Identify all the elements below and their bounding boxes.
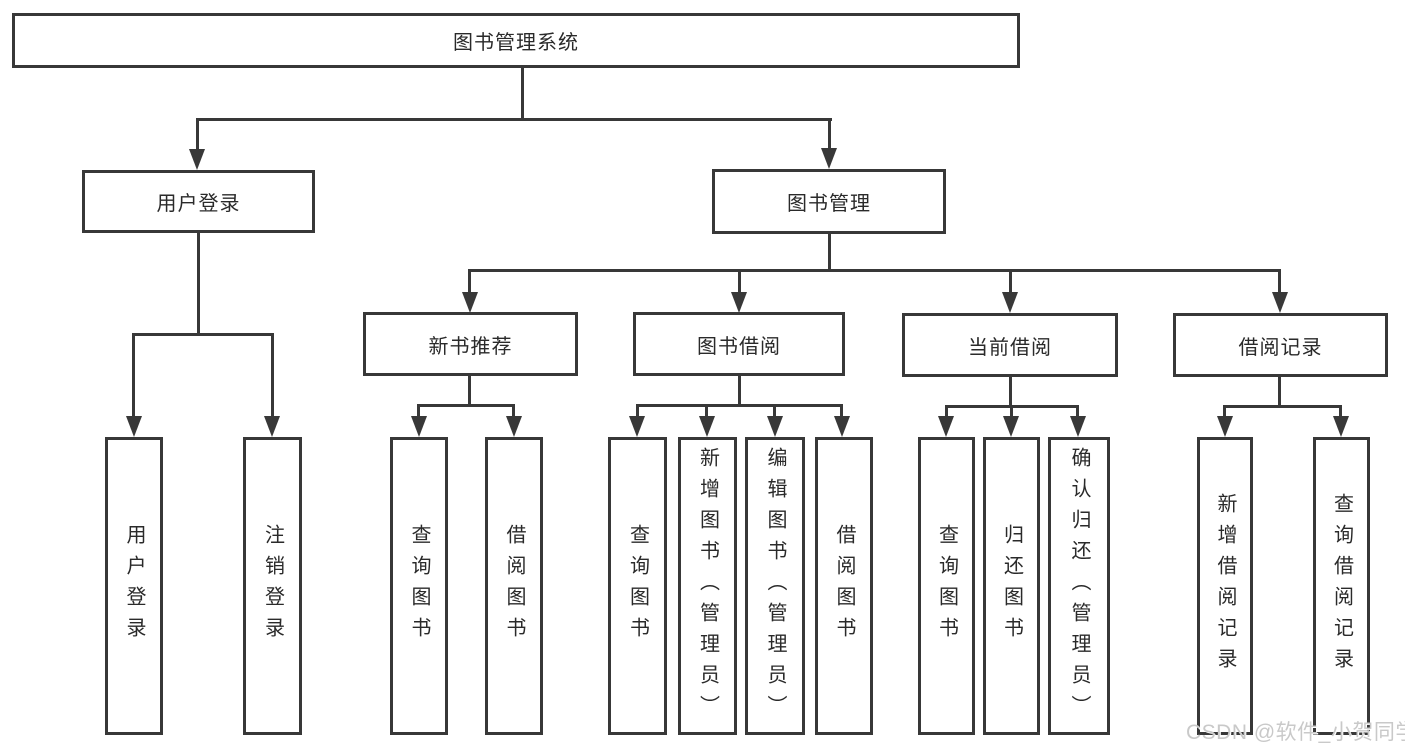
leaf-confirm-return-admin: 确认归还（管理员） (1048, 437, 1110, 735)
arrowhead (264, 416, 280, 437)
connector-leaf (1076, 405, 1079, 422)
arrowhead (506, 416, 522, 437)
leaf-add-books-admin: 新增图书（管理员） (678, 437, 737, 735)
connector-leaf (1278, 269, 1281, 297)
connector-root-drop (521, 68, 524, 120)
arrowhead (821, 148, 837, 169)
leaf-add-borrow-record: 新增借阅记录 (1197, 437, 1253, 735)
connector-leaf (271, 333, 274, 421)
node-borrowing-records: 借阅记录 (1173, 313, 1388, 377)
connector-drop (1278, 377, 1281, 408)
arrowhead (1333, 416, 1349, 437)
arrowhead (1002, 292, 1018, 313)
connector-leaf (1010, 405, 1013, 422)
leaf-return-books: 归还图书 (983, 437, 1040, 735)
arrowhead (189, 149, 205, 170)
node-book-management: 图书管理 (712, 169, 946, 234)
arrowhead (938, 416, 954, 437)
arrowhead (411, 416, 427, 437)
arrowhead (462, 292, 478, 313)
connector-bus (1223, 405, 1342, 408)
connector-user-login-bus (133, 333, 274, 336)
connector-book-management-drop (828, 233, 831, 272)
leaf-edit-books-admin: 编辑图书（管理员） (745, 437, 805, 735)
connector-leaf (417, 404, 420, 422)
leaf-user-login: 用户登录 (105, 437, 163, 735)
watermark: CSDN @软件_小贺同学 (1186, 721, 1405, 744)
leaf-borrow-books-borrowing: 借阅图书 (815, 437, 873, 735)
leaf-logout: 注销登录 (243, 437, 302, 735)
leaf-query-books-recommend: 查询图书 (390, 437, 448, 735)
connector-leaf (1339, 405, 1342, 422)
node-current-borrowing: 当前借阅 (902, 313, 1118, 377)
connector-leaf (1009, 269, 1012, 297)
node-new-book-recommend: 新书推荐 (363, 312, 578, 376)
connector-leaf (468, 269, 471, 297)
connector-level2-bus (468, 269, 1281, 272)
node-user-login: 用户登录 (82, 170, 315, 233)
connector-level1-bus (196, 118, 832, 121)
connector-bus (636, 404, 843, 407)
connector-drop (468, 375, 471, 407)
arrowhead (767, 416, 783, 437)
leaf-borrow-books-recommend: 借阅图书 (485, 437, 543, 735)
leaf-query-books-current: 查询图书 (918, 437, 975, 735)
connector-leaf (132, 333, 135, 421)
node-library-system: 图书管理系统 (12, 13, 1020, 68)
connector-leaf (773, 404, 776, 422)
arrowhead (1070, 416, 1086, 437)
arrowhead (1272, 292, 1288, 313)
arrowhead (126, 416, 142, 437)
leaf-query-books-borrowing: 查询图书 (608, 437, 667, 735)
arrowhead (629, 416, 645, 437)
connector-leaf (840, 404, 843, 422)
arrowhead (699, 416, 715, 437)
arrowhead (834, 416, 850, 437)
connector-leaf (945, 405, 948, 422)
arrowhead (731, 292, 747, 313)
connector-leaf (636, 404, 639, 422)
connector-leaf (705, 404, 708, 422)
connector-drop (738, 375, 741, 407)
connector-leaf (1223, 405, 1226, 422)
connector-to-user-login (196, 118, 199, 152)
connector-leaf (738, 269, 741, 297)
leaf-query-borrow-record: 查询借阅记录 (1313, 437, 1370, 735)
node-book-borrowing: 图书借阅 (633, 312, 845, 376)
arrowhead (1003, 416, 1019, 437)
connector-user-login-drop (197, 232, 200, 336)
arrowhead (1217, 416, 1233, 437)
connector-to-book-management (828, 118, 831, 152)
connector-drop (1009, 377, 1012, 408)
connector-bus (417, 404, 515, 407)
connector-leaf (512, 404, 515, 422)
